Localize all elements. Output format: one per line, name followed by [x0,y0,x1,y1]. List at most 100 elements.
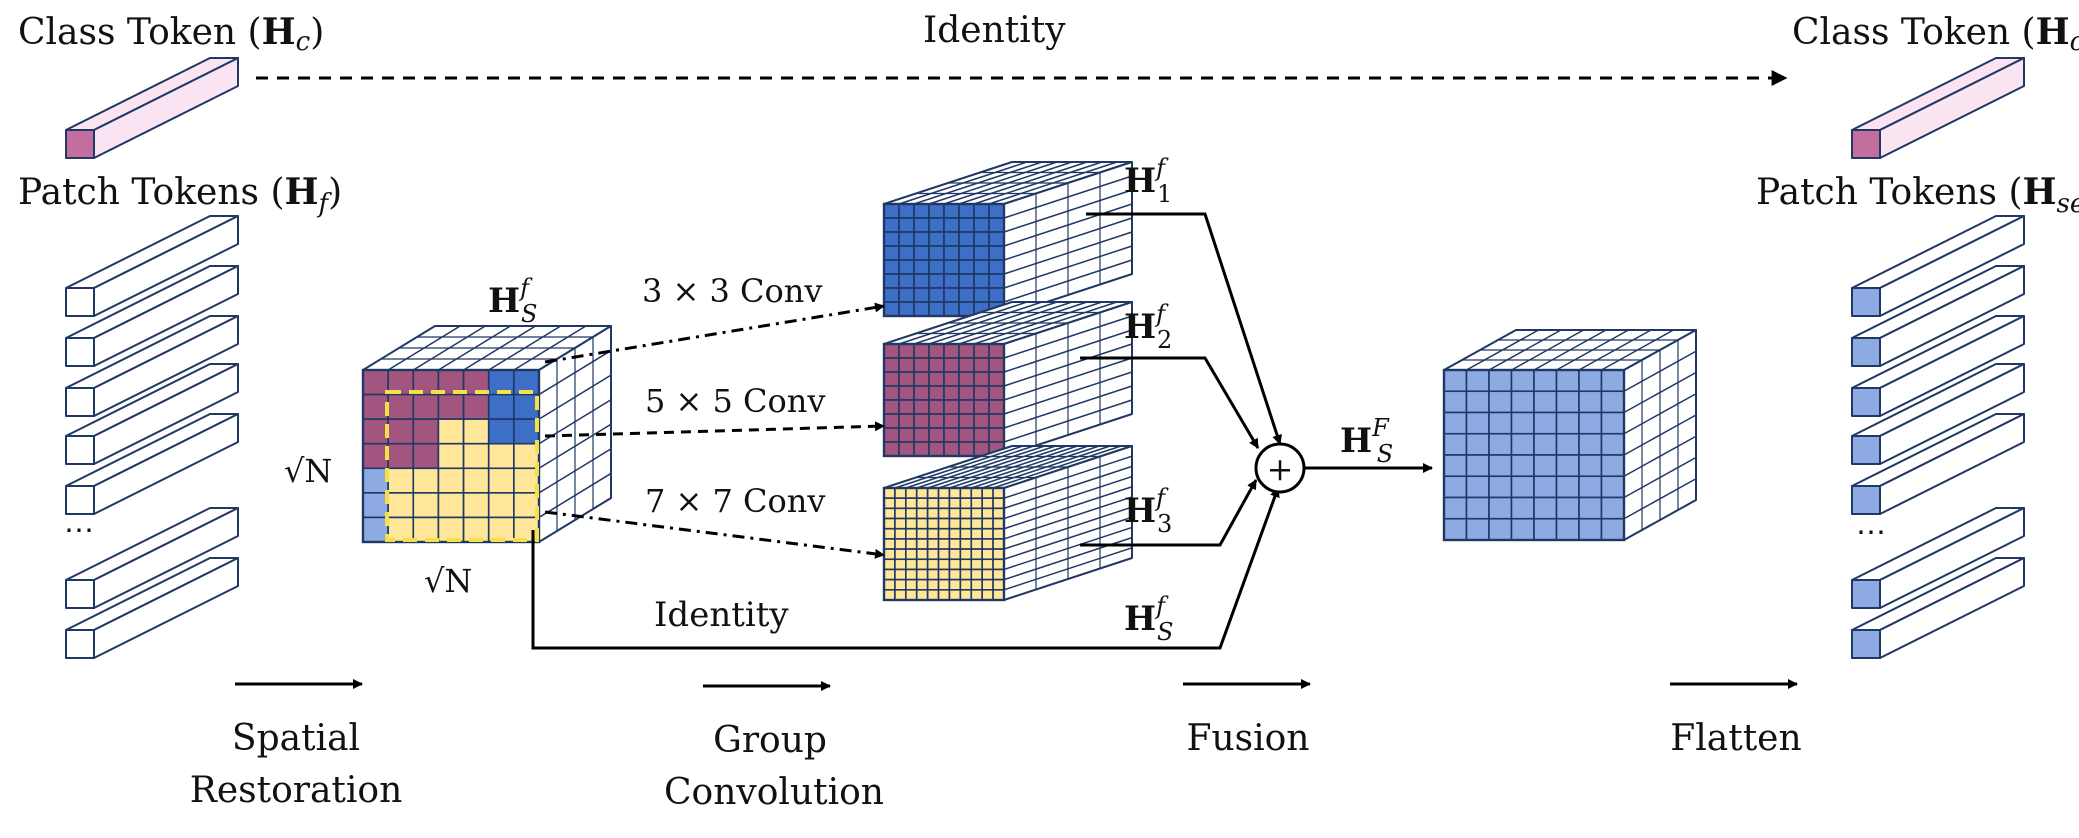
patch-token-right-6 [1851,557,2025,659]
conv7-cube-cell [959,517,973,530]
conv5-cube-cell [913,427,930,443]
conv5-cube-cell [913,343,930,359]
conv3-cube-cell [988,203,1005,219]
fused-cube-cell [1510,454,1535,478]
conv7-cube-cell [948,497,962,510]
conv7-cube-cell [948,507,962,520]
conv3-cube-cell [913,217,930,233]
identity-bottom-line [531,487,1280,650]
conv7-cube-cell [915,487,929,499]
restored-cube-cell [412,467,440,494]
conv7-cube-cell [981,578,994,591]
conv7-cube-cell [970,538,983,550]
fused-cube-cell [1465,454,1490,478]
restored-cube-cell [362,492,389,519]
conv7-cube-cell [948,548,962,561]
conv7-cube-cell [905,517,918,530]
conv3-cube-cell [958,217,975,233]
conv5-cube-cell [913,371,930,387]
ellipsis-right: ⋯ [1856,515,1886,550]
conv3-cube-cell [898,301,915,317]
conv7-cube-cell [926,507,940,520]
fused-cube-cell [1578,390,1603,414]
conv5-cube-cell [988,357,1005,373]
conv5-cube-cell [883,357,900,373]
conv3-cube-cell [898,259,915,275]
h2-line [1080,356,1260,449]
conv7-cube-cell [970,497,983,510]
conv7-cube-cell [981,507,994,520]
patch-token-right-5 [1851,507,2025,609]
conv5-cube-cell [988,385,1005,401]
conv7-cube-cell [905,538,918,550]
conv7-cube-cell [948,568,962,581]
conv7-cube-cell [992,578,1005,591]
conv3-cube-cell [943,301,960,317]
conv7-cube-cell [981,589,994,601]
conv7-cube-cell [894,538,907,550]
fused-cube-cell [1533,432,1558,456]
class-token-left-label: Class Token (Hc) [18,11,324,57]
fused-cube [1442,329,1697,542]
conv3-cube-cell [883,231,900,247]
conv3-cube-cell [943,273,960,289]
conv7-cube-cell [970,578,983,591]
stage-spatial: Spatial [232,718,360,759]
conv7-cube-cell [948,517,962,530]
conv7-cube-cell [883,527,896,540]
fused-cube-cell [1465,411,1490,435]
conv7-cube-cell [959,548,973,561]
patch-token-left-3-front [65,435,95,465]
patch-token-right-6-front [1851,629,1881,659]
conv7-cube-cell [894,578,907,591]
patch-token-left-4-front [65,485,95,515]
fused-cube-cell [1510,496,1535,520]
restored-cube-cell [437,516,465,543]
restored-cube-cell [487,492,515,519]
conv5-cube-cell [973,357,990,373]
restored-cube [361,325,612,544]
restored-cube-cell [362,442,389,470]
conv5-cube-cell [913,399,930,415]
conv5-cube-cell [928,399,945,415]
restored-cube-cell [387,467,415,494]
conv7-cube-cell [894,517,907,530]
sum-node: + [1254,442,1306,494]
fused-cube-cell [1578,411,1603,435]
restored-cube-cell [412,442,440,470]
fused-cube-cell [1600,517,1625,541]
patch-token-right-4-front [1851,485,1881,515]
patch-token-left-5 [65,507,239,609]
diagram-shapes [65,57,2025,659]
restored-cube-cell [437,492,465,519]
restored-cube-cell [362,369,389,396]
conv7-cube-cell [981,558,994,571]
conv7-cube-cell [992,487,1005,499]
connectors [256,70,1788,650]
fused-cube-cell [1533,496,1558,520]
conv5-cube-cell [898,385,915,401]
conv7-cube-cell [894,487,907,499]
conv7-cube-cell [905,568,918,581]
conv5-cube-cell [958,427,975,443]
conv7-cube [882,445,1133,602]
conv7-cube-cell [948,589,962,601]
conv7-cube-cell [992,558,1005,571]
restored-cube-cell [362,393,389,420]
conv7-cube-cell [959,578,973,591]
conv7-cube-cell [905,497,918,510]
conv7-cube-cell [948,487,962,499]
conv7-cube-cell [992,517,1005,530]
conv7-cube-cell [981,517,994,530]
fused-cube-cell [1510,411,1535,435]
conv7-cube-cell [981,538,994,550]
patch-token-right-1-front [1851,337,1881,367]
conv5-cube-cell [958,399,975,415]
conv5-cube-cell [958,413,975,429]
fused-cube-cell [1578,369,1603,393]
conv7-cube-cell [948,578,962,591]
fused-cube-cell [1488,517,1513,541]
conv3-cube-cell [898,245,915,261]
conv5-cube-cell [988,371,1005,387]
